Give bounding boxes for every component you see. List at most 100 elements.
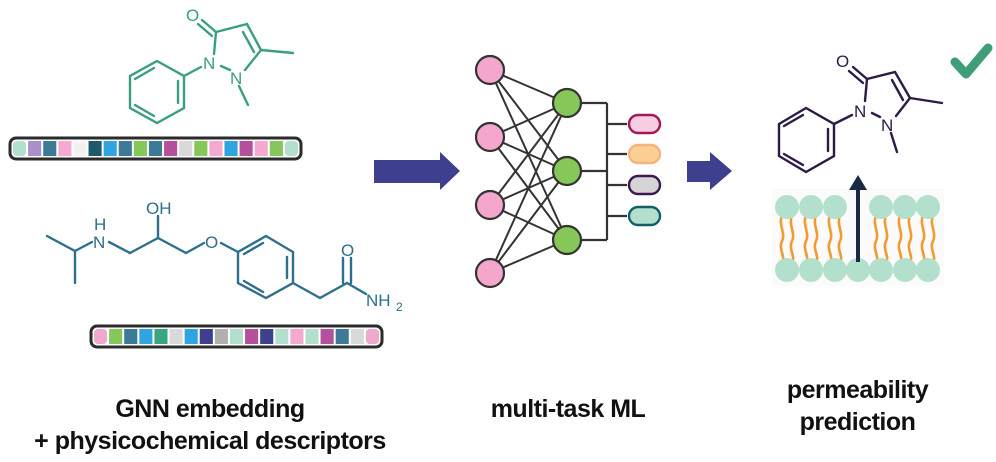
antipyrine-structure-output: O N N <box>777 52 944 174</box>
lipid-tail <box>873 214 879 263</box>
bond <box>870 111 882 119</box>
bond <box>237 84 250 107</box>
fingerprint-cell <box>365 329 379 344</box>
benzene-ring <box>236 234 295 300</box>
fingerprint-bar-atenolol <box>89 324 384 349</box>
caption-output: permeability prediction <box>740 374 975 438</box>
bond <box>889 131 899 154</box>
atenolol-structure: H N OH O O NH 2 <box>45 199 403 314</box>
fingerprint-cell <box>43 141 57 156</box>
fingerprint-cell <box>148 141 163 156</box>
lipid-tail <box>827 214 833 263</box>
lipid-head <box>893 195 917 219</box>
bond <box>851 65 869 81</box>
fingerprint-cell <box>275 329 289 344</box>
fingerprint-cell <box>269 141 283 156</box>
atom-label: O <box>205 233 218 252</box>
network-nodes <box>474 54 583 289</box>
bond <box>243 48 263 72</box>
bond-double <box>847 69 865 85</box>
lipid-tail <box>803 214 809 263</box>
fingerprint-cell <box>320 329 334 344</box>
lipid-tail <box>883 214 889 263</box>
fingerprint-cell <box>224 141 238 156</box>
bond <box>832 113 854 126</box>
lipid-head <box>916 258 940 282</box>
lipid-tails <box>779 214 936 263</box>
input-node <box>474 257 506 289</box>
input-node <box>474 121 506 153</box>
lipid-heads <box>775 195 940 282</box>
task-output-pill <box>627 174 662 196</box>
antipyrine-structure-input: O N N <box>128 6 295 125</box>
lipid-tail <box>813 214 819 263</box>
bond <box>219 241 240 254</box>
neural-network-diagram <box>474 54 662 289</box>
input-node <box>474 189 506 221</box>
hidden-node <box>551 155 583 187</box>
atom-label: N <box>93 233 105 252</box>
fingerprint-cell <box>133 141 147 156</box>
task-output-pill <box>627 143 662 165</box>
fingerprint-cell <box>199 329 213 344</box>
bond <box>212 30 218 56</box>
ring-double-bond <box>242 241 265 256</box>
caption-inputs: GNN embedding + physicochemical descript… <box>0 393 420 457</box>
lipid-tail <box>930 214 936 263</box>
bond-double <box>196 22 214 38</box>
lipid-head <box>823 258 847 282</box>
bond <box>214 22 249 34</box>
bond <box>245 22 263 52</box>
atom-label: N <box>230 69 242 88</box>
phenyl-ring <box>777 106 836 174</box>
lipid-bilayer <box>772 175 944 286</box>
lipid-head <box>775 258 799 282</box>
permeation-arrow-icon <box>849 175 867 262</box>
phenyl-ring <box>128 59 186 125</box>
arrow-head <box>849 175 867 190</box>
fingerprint-cell <box>28 141 42 156</box>
bond <box>894 96 912 118</box>
atom-label: O <box>186 6 199 25</box>
lipid-tail <box>789 214 795 263</box>
bond <box>318 281 349 300</box>
lipid-head <box>799 195 823 219</box>
fingerprint-cell <box>88 141 102 156</box>
lipid-tail <box>907 214 913 263</box>
fingerprint-cell <box>214 329 228 344</box>
caption-line: permeability <box>786 376 929 404</box>
task-outputs <box>627 113 662 227</box>
fingerprint-cell <box>245 329 259 344</box>
task-output-pill <box>627 205 662 227</box>
checkmark-icon <box>950 43 993 79</box>
bond <box>893 70 912 100</box>
bond <box>184 241 206 255</box>
atom-label: NH <box>366 291 391 310</box>
caption-line: prediction <box>799 408 916 436</box>
bond <box>908 96 944 105</box>
atom-label: N <box>854 102 866 121</box>
fingerprint-cell <box>254 141 268 156</box>
lipid-head <box>846 258 870 282</box>
atom-label: O <box>341 241 354 260</box>
lipid-head <box>799 258 823 282</box>
fingerprint-cell <box>350 329 364 344</box>
fingerprint-cell <box>194 141 208 156</box>
fingerprint-cell <box>229 329 244 344</box>
bond <box>73 240 94 253</box>
flow-arrow-icon <box>687 152 732 190</box>
caption-line: + physicochemical descriptors <box>34 427 386 455</box>
fingerprint-bar-antipyrine <box>8 136 303 161</box>
flow-arrow-icon <box>374 152 460 190</box>
atom-label: O <box>836 52 849 71</box>
bond <box>345 281 368 296</box>
caption-line: GNN embedding <box>115 395 305 423</box>
bond <box>863 77 869 103</box>
bond <box>291 281 322 300</box>
fingerprint-cell <box>239 141 253 156</box>
atom-label-subscript: 2 <box>396 300 403 314</box>
fingerprint-cell <box>335 329 349 344</box>
caption-line: multi-task ML <box>490 395 646 423</box>
network-edge <box>489 102 568 274</box>
lipid-head <box>823 195 847 219</box>
